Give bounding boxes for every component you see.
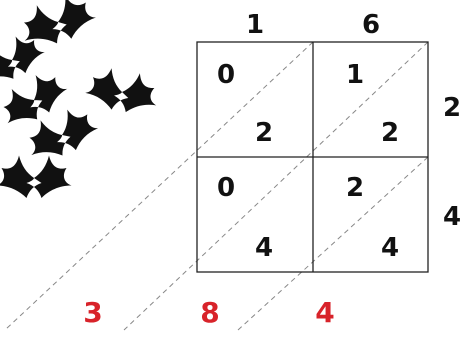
bats-decoration — [0, 0, 161, 198]
answer-digit: 4 — [315, 296, 334, 329]
bat-silhouette-icon — [83, 64, 161, 117]
cell-ones-digit: 4 — [255, 233, 273, 263]
diagonal-line — [124, 42, 428, 330]
right-factor-digit: 4 — [443, 202, 461, 232]
cell-row-1-col-1: 2 4 — [346, 173, 399, 263]
cell-ones-digit: 4 — [381, 233, 399, 263]
cell-ones-digit: 2 — [255, 118, 273, 148]
top-factor: 1 6 — [246, 10, 380, 40]
cell-row-0-col-0: 0 2 — [217, 60, 273, 148]
right-factor: 2 4 — [443, 93, 461, 232]
top-factor-digit: 1 — [246, 10, 264, 40]
answer-digit: 3 — [83, 296, 102, 329]
right-factor-digit: 2 — [443, 93, 461, 123]
bat-silhouette-icon — [0, 156, 72, 199]
top-factor-digit: 6 — [362, 10, 380, 40]
cell-tens-digit: 0 — [217, 60, 235, 90]
cell-tens-digit: 1 — [346, 60, 364, 90]
cell-ones-digit: 2 — [381, 118, 399, 148]
cell-tens-digit: 0 — [217, 173, 235, 203]
cell-tens-digit: 2 — [346, 173, 364, 203]
cell-row-1-col-0: 0 4 — [217, 173, 273, 263]
cell-row-0-col-1: 1 2 — [346, 60, 399, 148]
answer-digit: 8 — [200, 296, 219, 329]
answer-digits: 3 8 4 — [83, 296, 334, 329]
